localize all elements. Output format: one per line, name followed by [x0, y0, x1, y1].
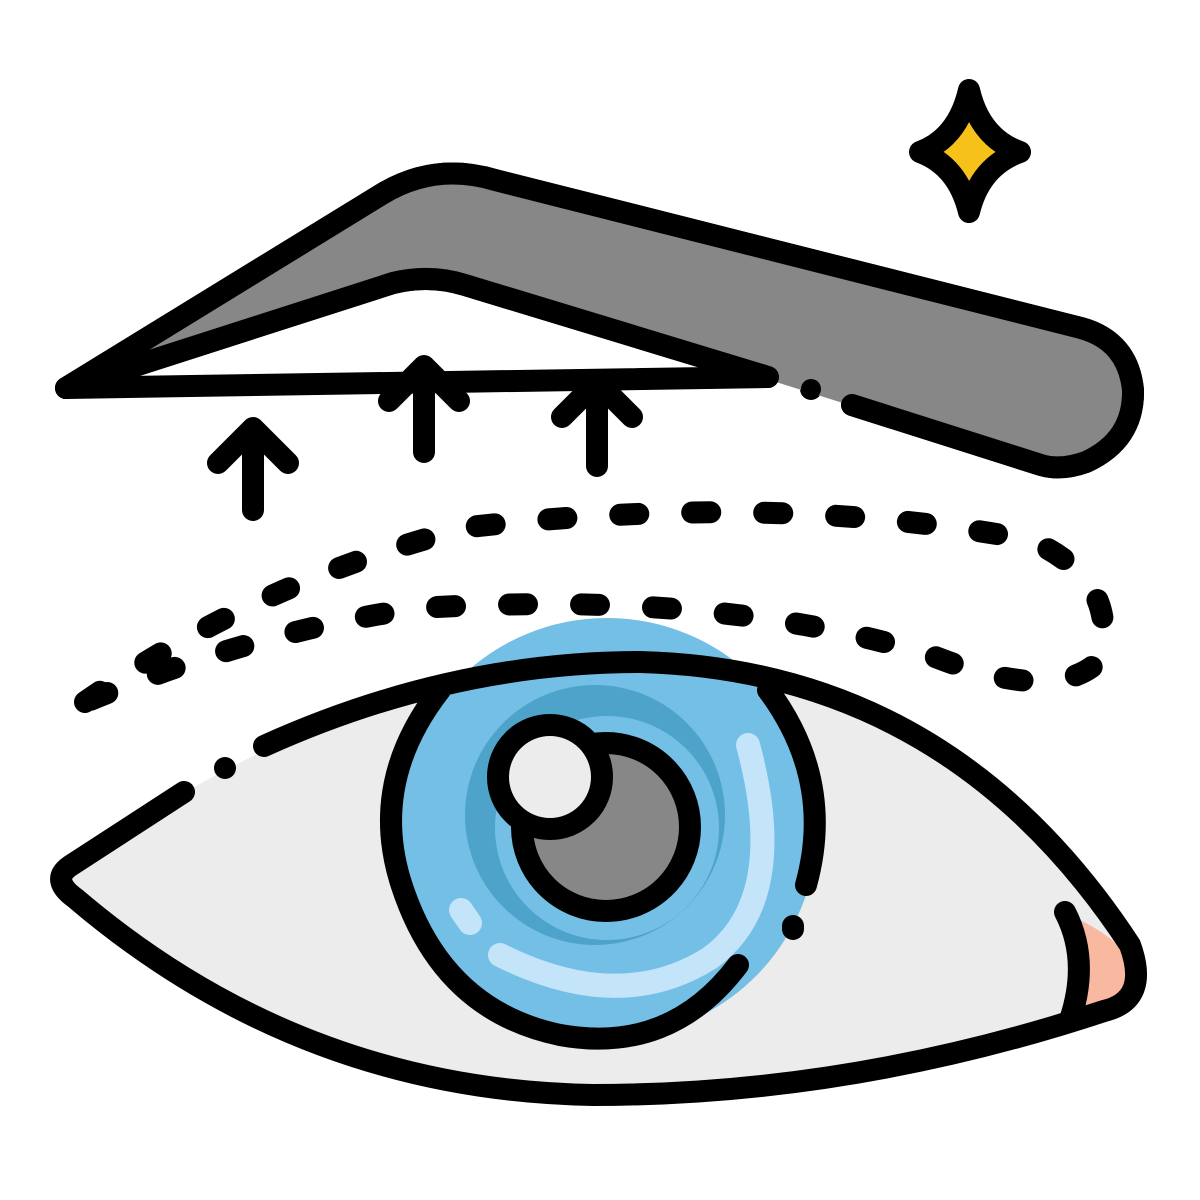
- pupil-highlight-icon: [487, 714, 613, 840]
- iris-highlight: [488, 733, 775, 998]
- eye-outline: [50, 651, 1148, 1106]
- arrow-up-icon: [207, 417, 299, 521]
- sparkle-icon: [909, 79, 1031, 223]
- arrow-up-icon: [378, 355, 470, 463]
- iris-dot: [782, 915, 804, 937]
- eyebrow-dot: [801, 379, 821, 399]
- eyebrow-outline: [55, 162, 1144, 479]
- arrow-up-icon: [551, 371, 643, 477]
- eyebrow-underline: [55, 267, 779, 399]
- eye-crease: [1054, 901, 1090, 1031]
- eye-outline-dot: [214, 757, 236, 779]
- iris-highlight-dot: [449, 898, 482, 935]
